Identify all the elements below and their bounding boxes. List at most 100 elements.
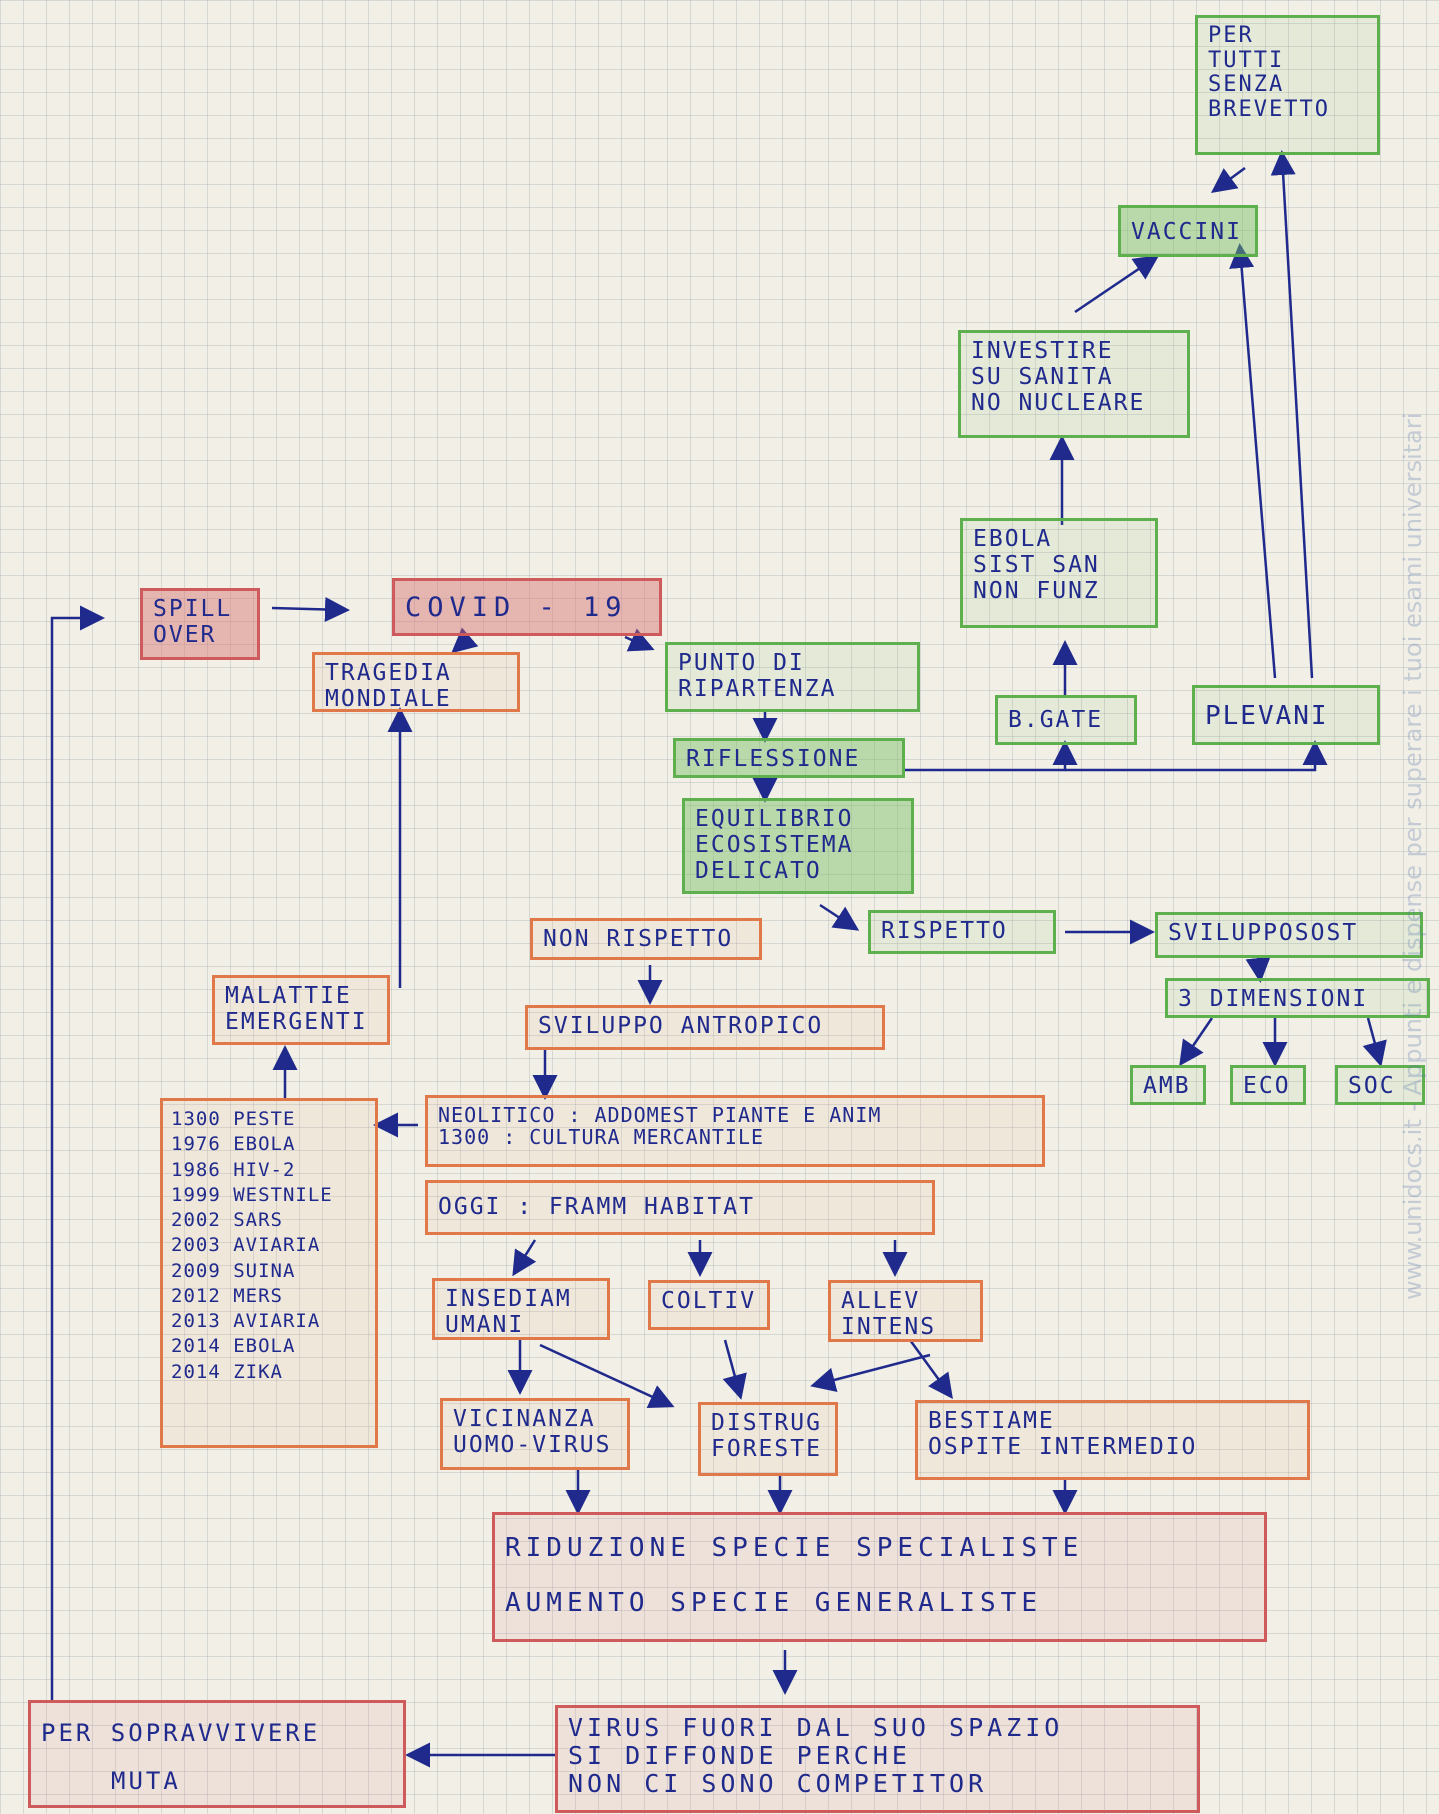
list-item: 2012 MERS: [171, 1284, 283, 1307]
tre-dimensioni-label: 3 DIMENSIONI: [1178, 986, 1369, 1012]
bestiame-line-2: OSPITE INTERMEDIO: [928, 1433, 1198, 1460]
virus-line-2: SI DIFFONDE PERCHE: [568, 1741, 911, 1770]
per-tutti-line-2: TUTTI: [1208, 47, 1285, 73]
non-rispetto-label: NON RISPETTO: [543, 926, 734, 952]
arrow-insediam-to-distrug: [539, 1343, 675, 1408]
node-investire-sanita: INVESTIRE SU SANITA NO NUCLEARE: [958, 330, 1190, 438]
node-insediam-umani: INSEDIAM UMANI: [432, 1278, 610, 1340]
bestiame-line-1: BESTIAME: [928, 1408, 1055, 1434]
vicinanza-line-1: VICINANZA: [453, 1406, 596, 1432]
node-ebola-sist-san: EBOLA SIST SAN NON FUNZ: [960, 518, 1158, 628]
node-tragedia-mondiale: TRAGEDIA MONDIALE: [312, 652, 520, 712]
node-oggi: OGGI : FRAMM HABITAT: [425, 1180, 935, 1235]
arrow-allev-to-bestiame: [908, 1339, 953, 1400]
arrow-sviluppo-to-3dim: [1245, 956, 1271, 983]
node-punto-di-ripartenza: PUNTO DI RIPARTENZA: [665, 642, 920, 712]
malattie-line-2: EMERGENTI: [225, 1008, 368, 1035]
list-item: 1976 EBOLA: [171, 1133, 296, 1156]
virus-line-3: NON CI SONO COMPETITOR: [568, 1769, 988, 1798]
per-tutti-line-4: BREVETTO: [1208, 96, 1330, 122]
allev-line-1: ALLEV: [841, 1288, 921, 1314]
spill-over-line-1: SPILL: [153, 596, 233, 622]
oggi-label: OGGI : FRAMM HABITAT: [438, 1194, 755, 1220]
sopravvivere-line-2: MUTA: [111, 1767, 181, 1795]
distrug-line-2: FORESTE: [711, 1435, 822, 1462]
node-3-dimensioni: 3 DIMENSIONI: [1165, 978, 1430, 1018]
node-covid-19: COVID - 19: [392, 578, 662, 636]
node-soc: SOC: [1335, 1065, 1425, 1105]
node-plevani: PLEVANI: [1192, 685, 1380, 745]
node-rispetto: RISPETTO: [868, 910, 1056, 954]
soc-label: SOC: [1348, 1073, 1396, 1099]
vaccini-label: VACCINI: [1131, 219, 1242, 245]
covid-label: COVID - 19: [405, 592, 628, 623]
arrow-coltiv-to-distrug: [722, 1339, 747, 1400]
arrow-plevani-to-vaccini: [1229, 243, 1277, 679]
node-malattie-emergenti: MALATTIE EMERGENTI: [212, 975, 390, 1045]
sviluppo-sost-label: SVILUPPOSOST: [1168, 920, 1359, 946]
node-neolitico: NEOLITICO : ADDOMEST PIANTE E ANIM 1300 …: [425, 1095, 1045, 1167]
tragedia-line-2: MONDIALE: [325, 685, 452, 712]
riduzione-line-2: AUMENTO SPECIE GENERALISTE: [505, 1587, 1042, 1618]
insediam-line-2: UMANI: [445, 1311, 525, 1338]
arrow-riflessione-to-plevani: [1065, 740, 1328, 772]
arrow-sopravvivere-to-spill: [50, 605, 105, 1700]
malattie-line-1: MALATTIE: [225, 983, 352, 1009]
node-non-rispetto: NON RISPETTO: [530, 918, 762, 960]
node-sviluppo-antropico: SVILUPPO ANTROPICO: [525, 1005, 885, 1050]
node-per-sopravvivere: PER SOPRAVVIVERE MUTA: [28, 1700, 406, 1808]
eco-label: ECO: [1243, 1073, 1291, 1099]
plevani-label: PLEVANI: [1205, 701, 1329, 731]
rispetto-label: RISPETTO: [881, 918, 1008, 944]
investire-line-1: INVESTIRE: [971, 338, 1114, 364]
arrow-3dim-to-amb: [1179, 1017, 1214, 1067]
watermark-text: www.unidocs.it - Appunti e dispense per …: [1399, 412, 1427, 1300]
list-item: 1300 PESTE: [171, 1108, 296, 1130]
node-amb: AMB: [1130, 1065, 1206, 1105]
list-item: 2014 ZIKA: [171, 1360, 283, 1383]
allev-line-2: INTENS: [841, 1313, 937, 1340]
arrow-riflessione-to-bgate: [905, 740, 1078, 772]
amb-label: AMB: [1143, 1073, 1191, 1099]
node-spill-over: SPILL OVER: [140, 588, 260, 660]
arrow-spill-to-covid: [271, 596, 350, 622]
investire-line-3: NO NUCLEARE: [971, 389, 1146, 416]
neolitico-line-1: NEOLITICO : ADDOMEST PIANTE E ANIM: [438, 1103, 882, 1127]
node-per-tutti-senza-brevetto: PER TUTTI SENZA BREVETTO: [1195, 15, 1380, 155]
riflessione-label: RIFLESSIONE: [686, 746, 861, 772]
node-epidemie-list: 1300 PESTE 1976 EBOLA 1986 HIV-2 1999 WE…: [160, 1098, 378, 1448]
arrow-covid-to-tragedia: [451, 627, 479, 654]
equilibrio-line-1: EQUILIBRIO: [695, 806, 854, 832]
node-riduzione-aumento: RIDUZIONE SPECIE SPECIALISTE AUMENTO SPE…: [492, 1512, 1267, 1642]
vicinanza-line-2: UOMO-VIRUS: [453, 1431, 612, 1458]
per-tutti-line-1: PER: [1208, 23, 1254, 48]
equilibrio-line-3: DELICATO: [695, 857, 822, 884]
ebola-line-2: SIST SAN: [973, 551, 1100, 578]
ebola-line-3: NON FUNZ: [973, 577, 1100, 604]
investire-line-2: SU SANITA: [971, 363, 1114, 390]
list-item: 1986 HIV-2: [171, 1158, 296, 1181]
arrow-3dim-to-soc: [1362, 1017, 1387, 1067]
list-item: 2002 SARS: [171, 1209, 283, 1232]
node-eco: ECO: [1230, 1065, 1306, 1105]
arrow-plevani-to-per-tutti: [1270, 150, 1314, 679]
arrow-equilibrio-to-rispetto: [819, 903, 860, 931]
list-item: 2003 AVIARIA: [171, 1234, 321, 1257]
sviluppo-antropico-label: SVILUPPO ANTROPICO: [538, 1013, 824, 1039]
arrow-investire-to-vaccini: [1074, 255, 1160, 314]
riduzione-line-1: RIDUZIONE SPECIE SPECIALISTE: [505, 1533, 1084, 1563]
node-b-gate: B.GATE: [995, 695, 1137, 745]
node-coltiv: COLTIV: [648, 1280, 770, 1330]
node-virus-fuori: VIRUS FUORI DAL SUO SPAZIO SI DIFFONDE P…: [555, 1705, 1200, 1813]
list-item: 2013 AVIARIA: [171, 1310, 321, 1333]
node-allev-intens: ALLEV INTENS: [828, 1280, 983, 1342]
equilibrio-line-2: ECOSISTEMA: [695, 831, 854, 858]
per-tutti-line-3: SENZA: [1208, 72, 1285, 98]
node-distrug-foreste: DISTRUG FORESTE: [698, 1402, 838, 1476]
arrow-covid-to-punto: [624, 628, 655, 652]
list-item: 2009 SUINA: [171, 1259, 296, 1282]
node-vicinanza: VICINANZA UOMO-VIRUS: [440, 1398, 630, 1470]
list-item: 2014 EBOLA: [171, 1335, 296, 1358]
